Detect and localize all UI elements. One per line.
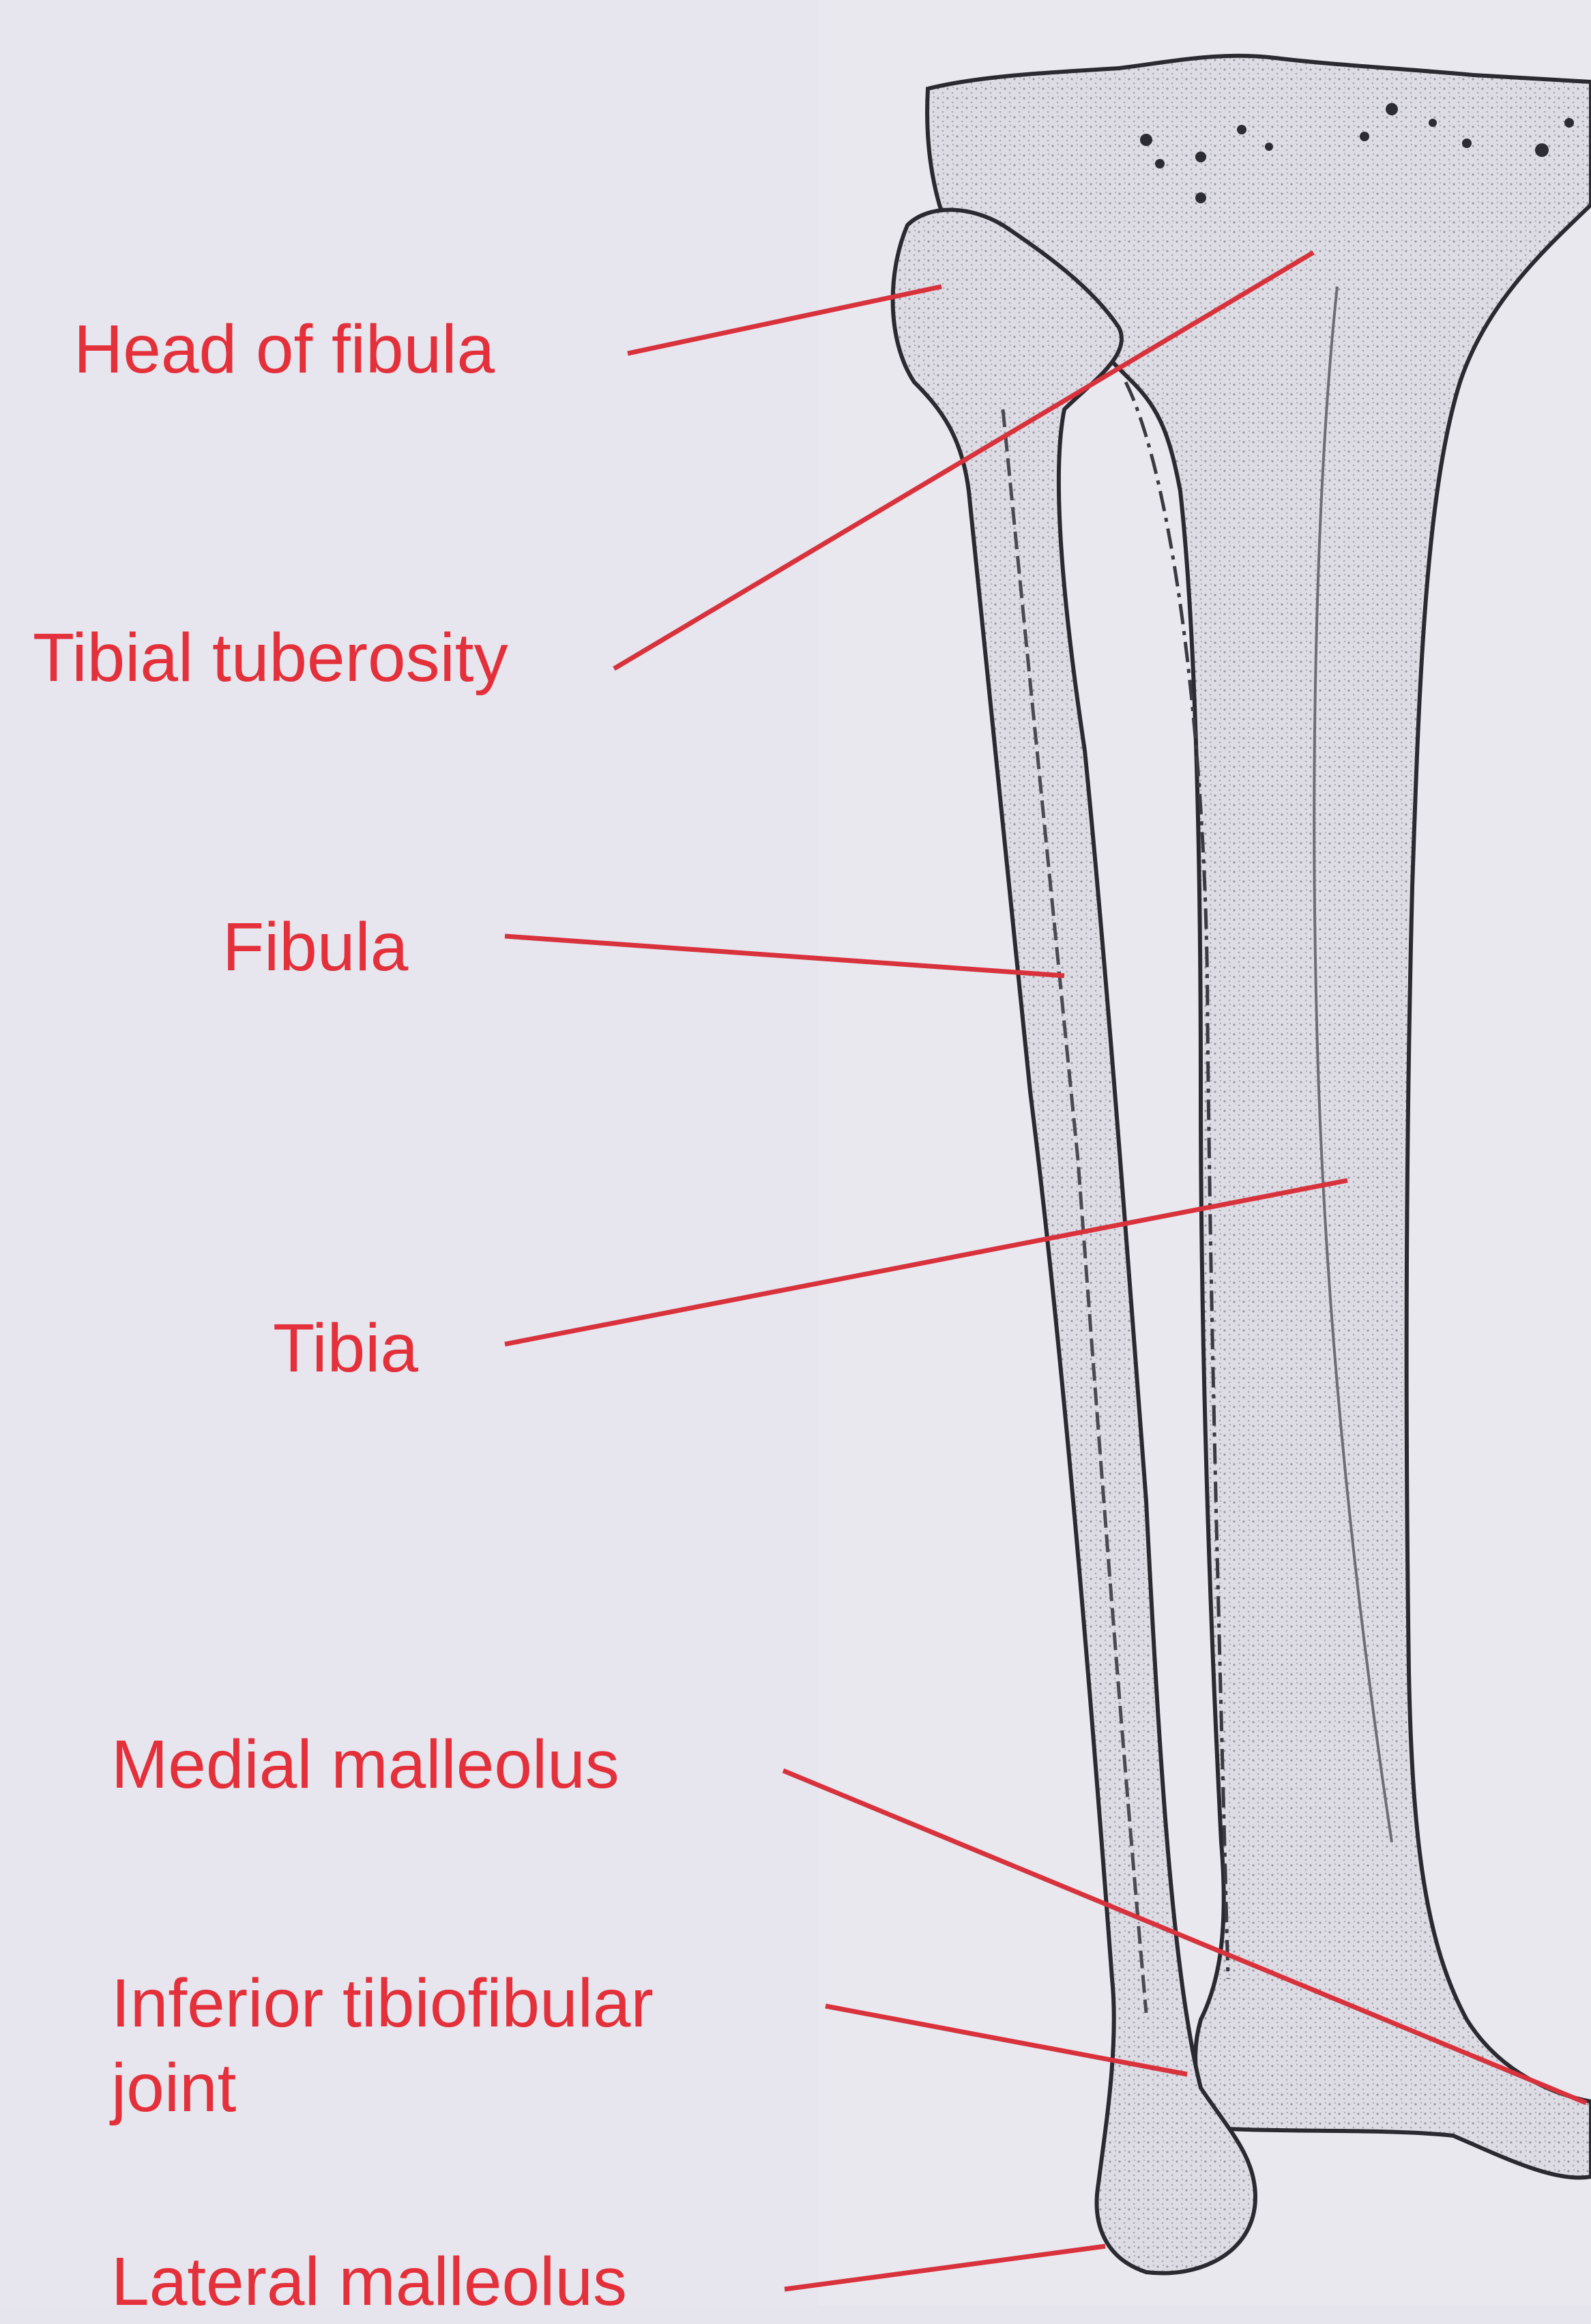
- label-tibia: Tibia: [273, 1306, 418, 1391]
- label-inferior-tibiofibular: Inferior tibiofibular: [111, 1961, 654, 2046]
- label-medial-malleolus: Medial malleolus: [111, 1722, 619, 1807]
- leader-fibula: [505, 936, 1064, 976]
- leader-lateral-malleolus: [785, 2246, 1105, 2289]
- label-fibula: Fibula: [222, 905, 408, 989]
- label-tibial-tuberosity: Tibial tuberosity: [33, 615, 508, 700]
- label-joint: joint: [111, 2046, 236, 2130]
- label-head-of-fibula: Head of fibula: [74, 307, 495, 392]
- label-lateral-malleolus: Lateral malleolus: [111, 2239, 627, 2324]
